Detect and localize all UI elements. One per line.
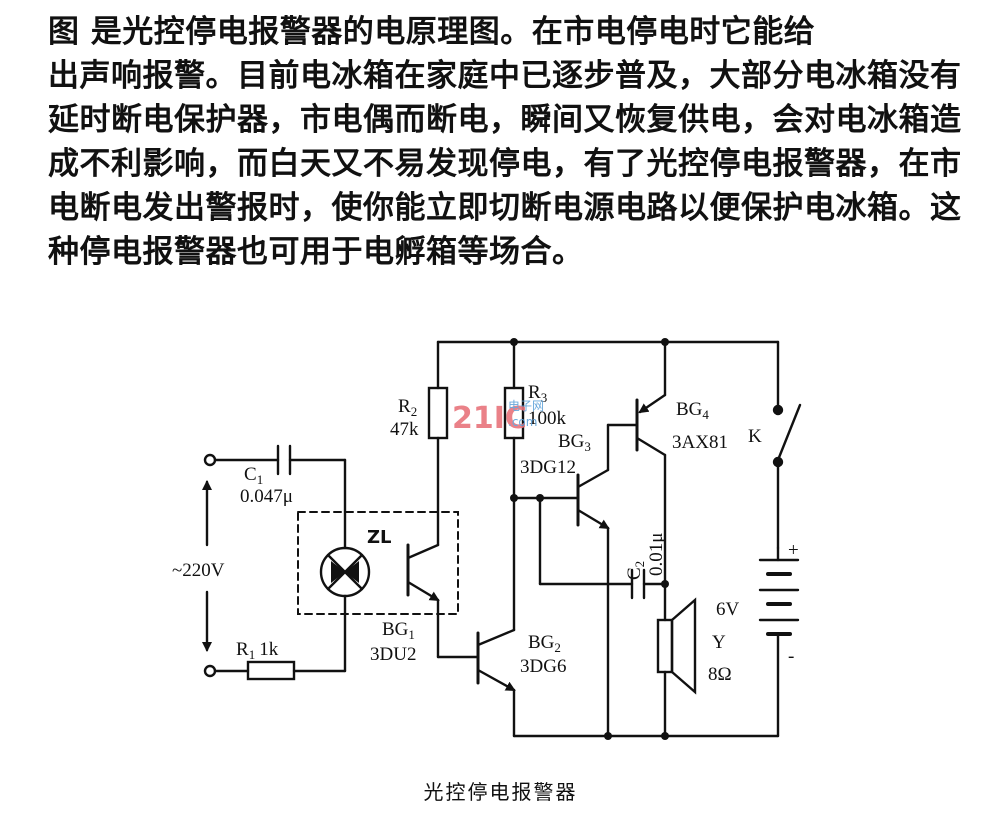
capacitor-c1	[276, 444, 347, 476]
r3-value: 100k	[528, 408, 567, 429]
optocoupler-box	[297, 511, 459, 615]
junction-dots	[510, 338, 669, 740]
paragraph-line: 成不利影响，而白天又不易发现停电，有了光控停电报警器，在市	[48, 146, 962, 182]
resistor-r1	[246, 660, 347, 681]
paragraph-line: 出声响报警。目前电冰箱在家庭中已逐步普及，大部分电冰箱没有	[48, 58, 962, 94]
switch-label: K	[748, 426, 762, 447]
paragraph-line: 延时断电保护器，市电偶而断电，瞬间又恢复供电，会对电冰箱造	[48, 102, 962, 138]
watermark: 21IC 电子网 .com	[452, 399, 544, 436]
lamp-zl	[319, 458, 371, 673]
capacitor-c2	[538, 496, 667, 600]
battery	[758, 546, 800, 738]
speaker-y	[656, 597, 697, 738]
c1-label: C1	[244, 464, 263, 487]
paragraph-line: 电断电发出警报时，使你能立即切断电源电路以便保护电冰箱。这	[48, 190, 962, 226]
bg2-label: BG2	[528, 632, 561, 655]
bg3-label: BG3	[558, 431, 591, 454]
bg4-label: BG4	[676, 399, 709, 422]
zl-label: ZL	[367, 527, 392, 548]
resistor-r3	[503, 340, 525, 632]
paragraph: 图 是光控停电报警器的电原理图。在市电停电时它能给 出声响报警。目前电冰箱在家庭…	[48, 10, 968, 274]
bg2-model: 3DG6	[520, 656, 566, 677]
ac-voltage-label: ~220V	[172, 560, 225, 581]
paragraph-line: 种停电报警器也可用于电孵箱等场合。	[48, 234, 584, 270]
transistor-bg4	[635, 340, 667, 622]
speaker-label: Y	[712, 632, 726, 653]
c2-label-group: C2	[624, 561, 647, 580]
figure-caption: 光控停电报警器	[423, 780, 578, 804]
bg4-model: 3AX81	[672, 432, 728, 453]
paragraph-line: 图 是光控停电报警器的电原理图。在市电停电时它能给	[48, 14, 816, 50]
resistor-r2	[427, 340, 449, 547]
battery-plus: +	[788, 540, 799, 561]
r3-label: R3	[528, 382, 547, 405]
bg1-model: 3DU2	[370, 644, 416, 665]
watermark-domain: .com	[508, 415, 537, 429]
bg1-label: BG1	[382, 619, 415, 642]
battery-voltage: 6V	[716, 599, 740, 620]
c2-label: C2	[624, 561, 647, 580]
speaker-value: 8Ω	[708, 664, 732, 685]
r2-label: R2	[398, 396, 417, 419]
transistor-bg2	[476, 628, 516, 738]
c2-value-group: 0.01μ	[646, 533, 667, 576]
r2-value: 47k	[390, 419, 419, 440]
watermark-logo: 21IC	[452, 401, 527, 436]
battery-minus: -	[788, 646, 794, 667]
bg3-model: 3DG12	[520, 457, 576, 478]
c2-value: 0.01μ	[646, 533, 667, 576]
transistor-bg3	[512, 423, 639, 738]
switch-k	[772, 340, 802, 550]
watermark-site: 电子网	[508, 399, 544, 413]
c1-value: 0.047μ	[240, 486, 293, 507]
input-terminal-bottom	[203, 664, 250, 678]
input-terminal-top	[203, 453, 280, 467]
transistor-bg1	[406, 543, 480, 659]
